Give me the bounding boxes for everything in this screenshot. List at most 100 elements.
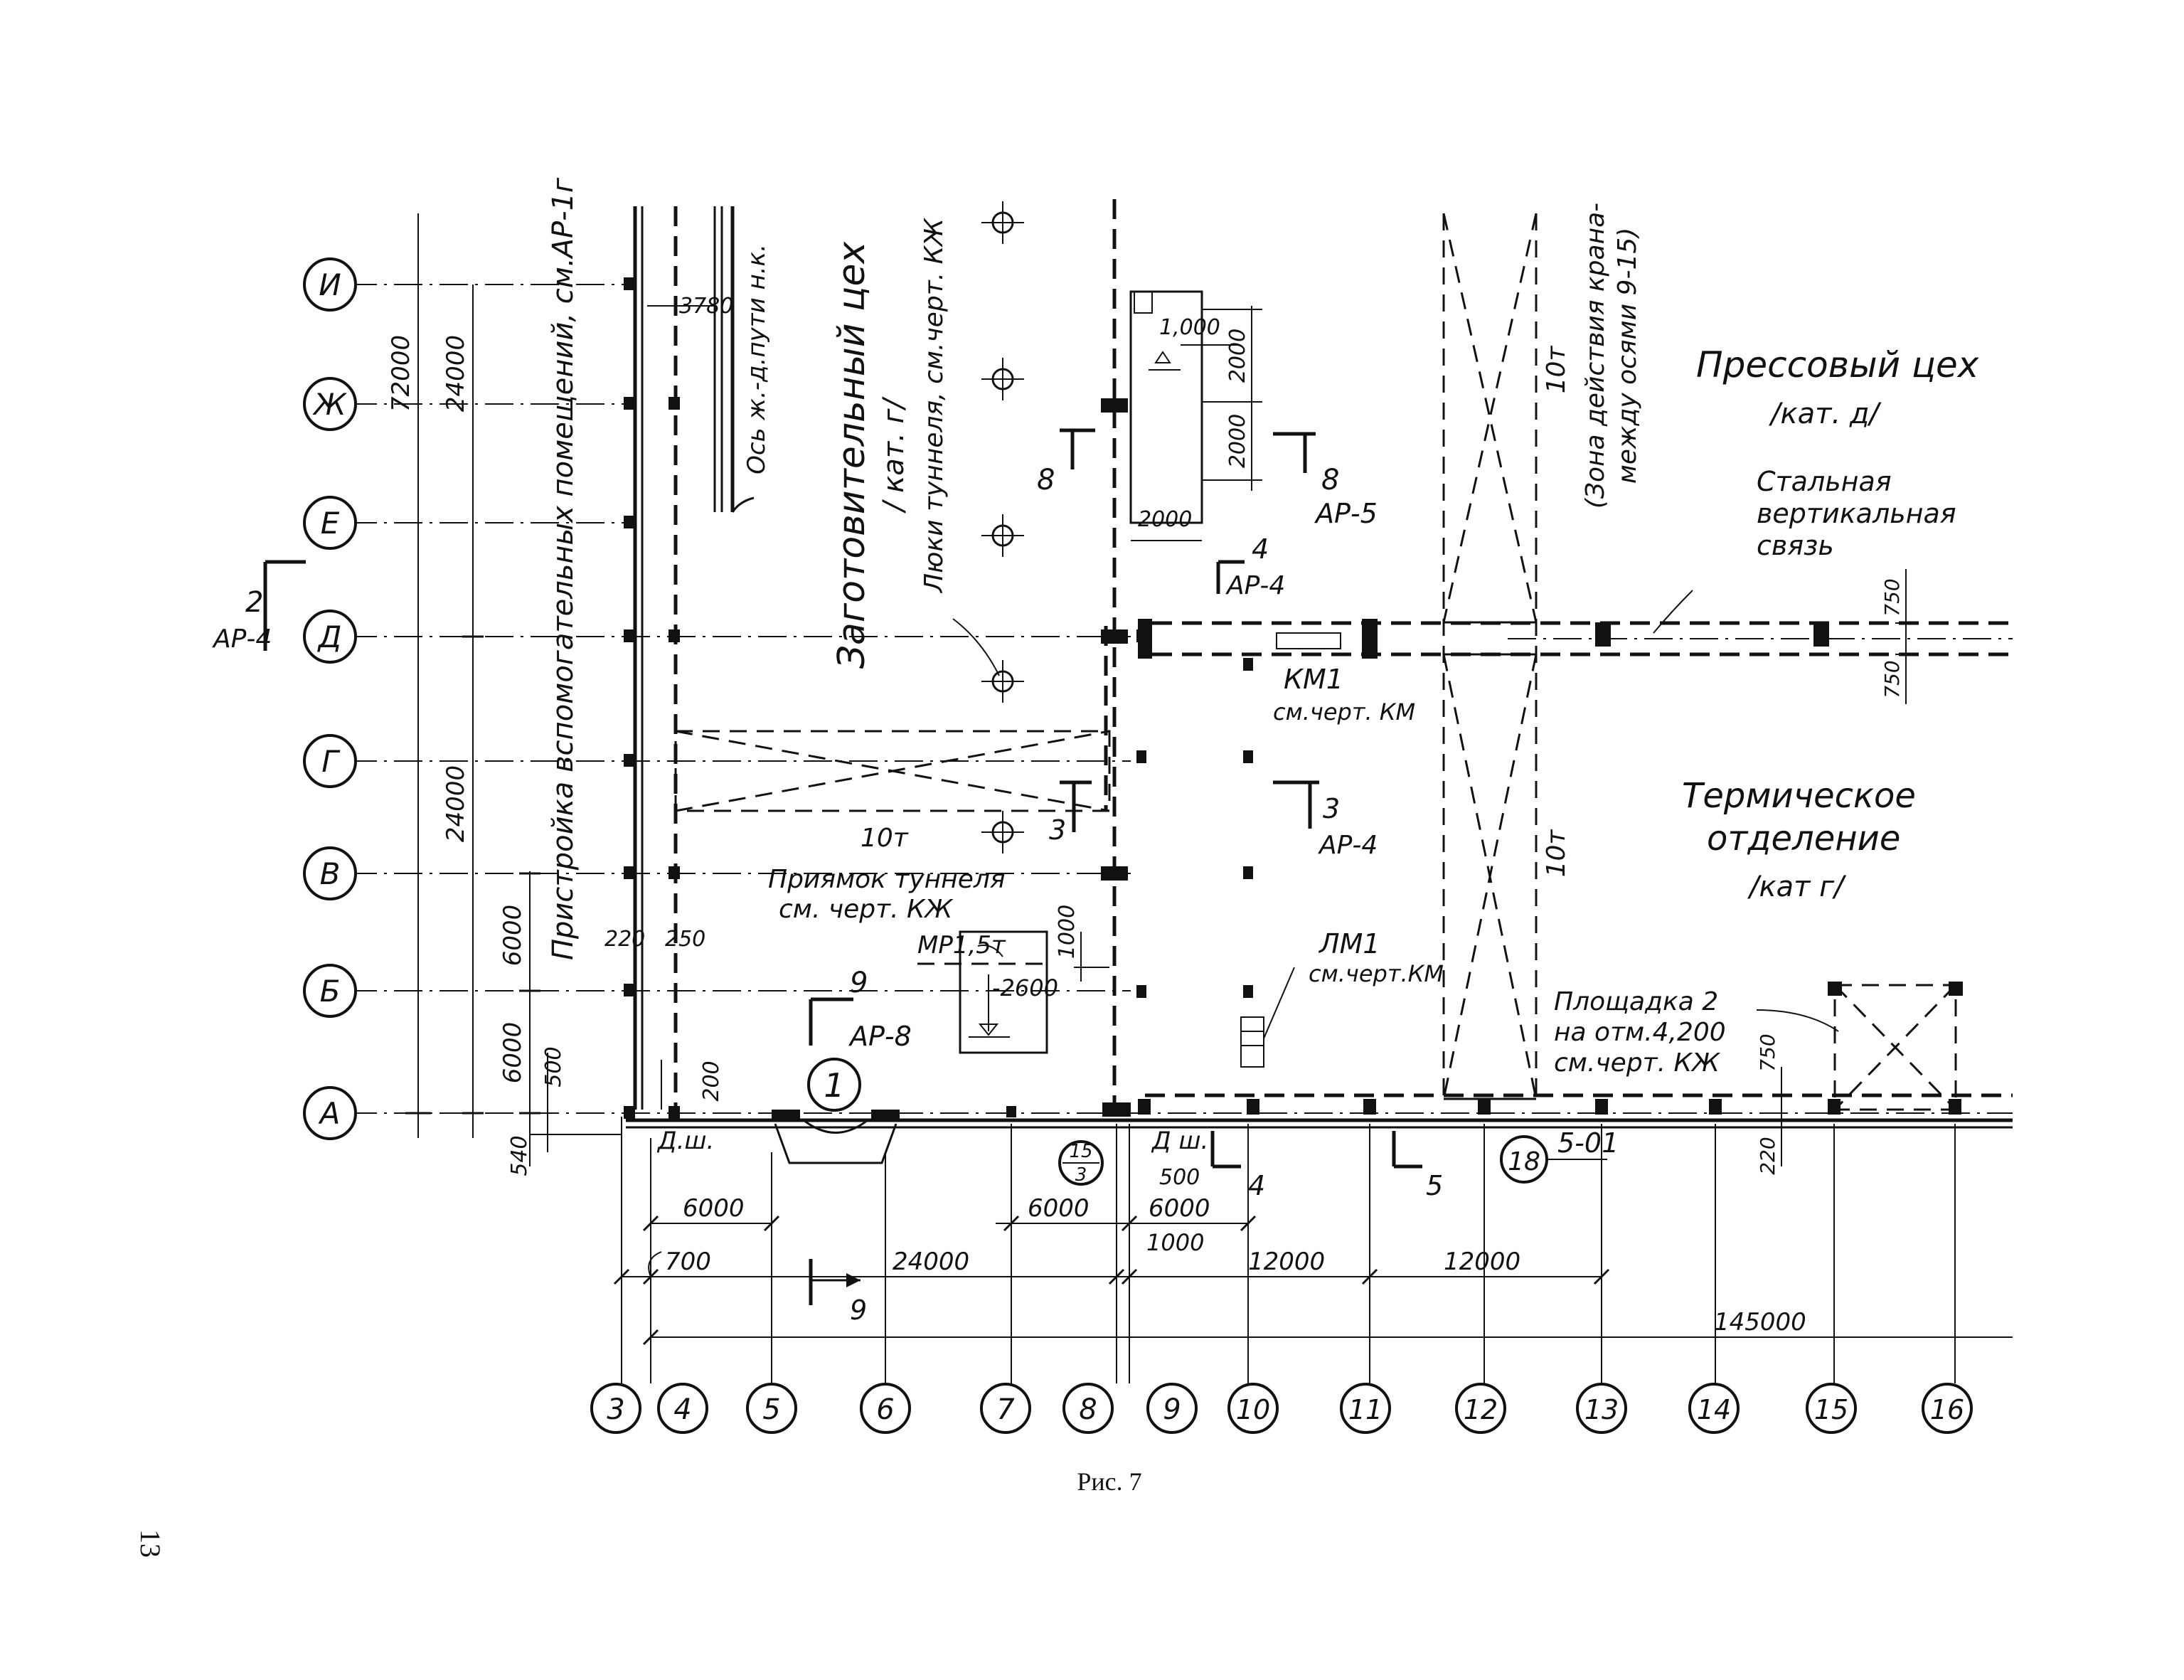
dim-250: 250: [665, 927, 705, 952]
door-label-b: Д ш.: [1151, 1127, 1208, 1155]
col-axis-bubble-16: 16: [1922, 1383, 1973, 1434]
dim-145000: 145000: [1714, 1308, 1806, 1336]
rail-axis-note: Ось ж.-д.пути н.к.: [742, 244, 771, 474]
row-axis-bubble-И: И: [303, 257, 357, 312]
node-18-number: 18: [1508, 1147, 1540, 1176]
press-title: Прессовый цех: [1696, 344, 1979, 386]
col-axis-bubble-5: 5: [746, 1383, 797, 1434]
section-2-sheet: АР-4: [212, 624, 272, 654]
col-label: 13: [1584, 1394, 1619, 1425]
pit-depth: -2600: [992, 974, 1058, 1001]
pit-dim-1000: 1000: [1055, 905, 1080, 959]
col-label: 14: [1697, 1394, 1731, 1425]
annex-walls: [633, 206, 755, 1113]
node-18: [1500, 1135, 1607, 1184]
middle-wall: [1104, 199, 1117, 1113]
thermal-title-2: отделение: [1707, 819, 1900, 858]
lm1-ref: см.черт.КМ: [1309, 960, 1444, 987]
dim-500: 500: [541, 1046, 566, 1087]
section-mark-3-left: [1060, 780, 1092, 832]
column-axis-lines: [621, 1117, 1956, 1383]
section-8a-number: 8: [1037, 464, 1055, 496]
section-3b-sheet: АР-4: [1318, 831, 1378, 860]
col-label: 15: [1814, 1394, 1848, 1425]
hatches-note: Люки туннеля, см.черт. КЖ: [920, 217, 949, 594]
gate-1: [772, 1058, 900, 1164]
dim-540: 540: [507, 1135, 532, 1176]
pit-label-1: Приямок туннеля: [768, 865, 1006, 894]
gate-number: 1: [824, 1066, 844, 1105]
col-axis-bubble-8: 8: [1062, 1383, 1114, 1434]
bottom-dimension-lines: [613, 1215, 2013, 1346]
col-label: 7: [996, 1393, 1015, 1426]
section-4a-sheet: АР-4: [1225, 571, 1285, 600]
press-thermal-wall: [1138, 569, 2013, 704]
dim-700: 700: [665, 1248, 711, 1276]
dim-500-bottom: 500: [1159, 1165, 1200, 1190]
col-axis-bubble-7: 7: [980, 1383, 1031, 1434]
col-label: 8: [1079, 1393, 1097, 1426]
crane-10t-right: [1442, 213, 1538, 1100]
dim-6000-ab: 6000: [499, 1022, 527, 1084]
node-3: 3: [1075, 1164, 1087, 1186]
col-axis-bubble-6: 6: [860, 1383, 911, 1434]
section-9a-number: 9: [850, 967, 868, 999]
dim-24000-top: 24000: [442, 335, 470, 412]
section-9-sheet: АР-8: [848, 1021, 912, 1052]
col-label: 10: [1236, 1394, 1270, 1425]
section-8b-number: 8: [1321, 464, 1339, 496]
row-axis-bubble-В: В: [303, 846, 357, 900]
km1-ref: см.черт. КМ: [1273, 698, 1415, 725]
left-columns: [624, 277, 680, 1119]
ladder-lm1: [1240, 967, 1295, 1068]
elevated-room: [1129, 290, 1262, 541]
section-mark-4-bottom: [1210, 1131, 1241, 1169]
section-mark-8-left: [1060, 428, 1095, 469]
dim-6000-bottom-a: 6000: [683, 1194, 745, 1223]
left-dimension-lines: [405, 213, 622, 1166]
row-label: Г: [321, 744, 341, 779]
lm1-label: ЛМ1: [1318, 928, 1380, 959]
dim-220-right: 220: [1756, 1137, 1779, 1174]
section-8-sheet: АР-5: [1314, 498, 1378, 529]
press-category: /кат. д/: [1769, 398, 1882, 430]
dim-12000-a: 12000: [1248, 1248, 1325, 1276]
thermal-title-1: Термическое: [1682, 776, 1916, 816]
zagot-category: / кат. г/: [878, 395, 910, 514]
bottom-columns: [1006, 1099, 1961, 1117]
col-axis-bubble-10: 10: [1227, 1383, 1279, 1434]
page-number: 13: [134, 1529, 166, 1558]
zagot-title: Заготовительный цех: [831, 240, 873, 669]
section-3a-number: 3: [1049, 814, 1066, 846]
dim-750-b: 750: [1880, 660, 1904, 698]
col-label: 12: [1464, 1394, 1498, 1425]
section-2-number: 2: [245, 586, 263, 619]
dim-750-a: 750: [1880, 578, 1904, 616]
row-axis-bubble-Б: Б: [303, 964, 357, 1018]
section-5-number: 5: [1426, 1170, 1443, 1201]
col-label: 16: [1930, 1394, 1964, 1425]
col-axis-bubble-15: 15: [1806, 1383, 1857, 1434]
dim-220: 220: [604, 927, 645, 952]
col-axis-bubble-13: 13: [1576, 1383, 1627, 1434]
dim-6000-bottom-b: 6000: [1028, 1194, 1090, 1223]
row-axis-bubble-Г: Г: [303, 734, 357, 788]
dim-3780: 3780: [679, 294, 733, 319]
dim-2000-horiz: 2000: [1138, 507, 1192, 532]
dim-750-c: 750: [1756, 1033, 1779, 1071]
crane-10t-label-b: 10т: [1542, 346, 1571, 394]
node-15: 15: [1069, 1141, 1092, 1162]
crane-mp-label: МР1,5т: [917, 931, 1006, 959]
dim-72000: 72000: [387, 335, 415, 412]
section-3b-number: 3: [1323, 793, 1340, 824]
section-mark-9-bottom: [809, 1259, 861, 1305]
crane-10t-label-a: 10т: [861, 824, 909, 853]
brace-note-2: вертикальная: [1757, 498, 1956, 529]
dim-1000: 1000: [1146, 1229, 1204, 1256]
col-label: 5: [762, 1393, 780, 1426]
row-label: Б: [320, 974, 341, 1009]
section-mark-5-bottom: [1392, 1131, 1422, 1169]
col-axis-bubble-12: 12: [1455, 1383, 1506, 1434]
dim-2000-vert-b: 2000: [1225, 414, 1250, 468]
